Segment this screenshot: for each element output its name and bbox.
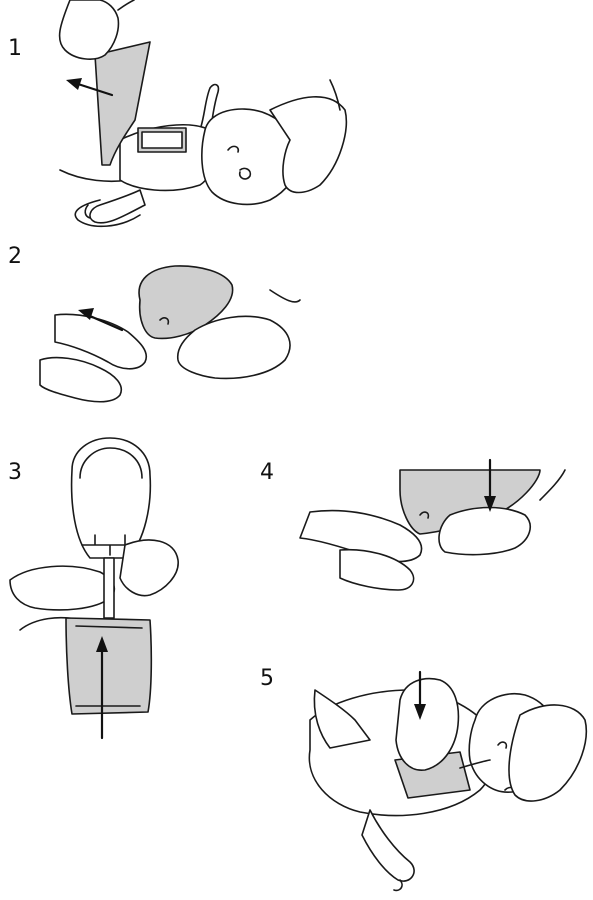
step-1-illustration	[60, 0, 347, 226]
step-2-illustration	[40, 266, 300, 402]
step-4-illustration	[300, 460, 565, 590]
step-5-illustration	[309, 672, 586, 890]
step-3-illustration	[10, 438, 178, 738]
